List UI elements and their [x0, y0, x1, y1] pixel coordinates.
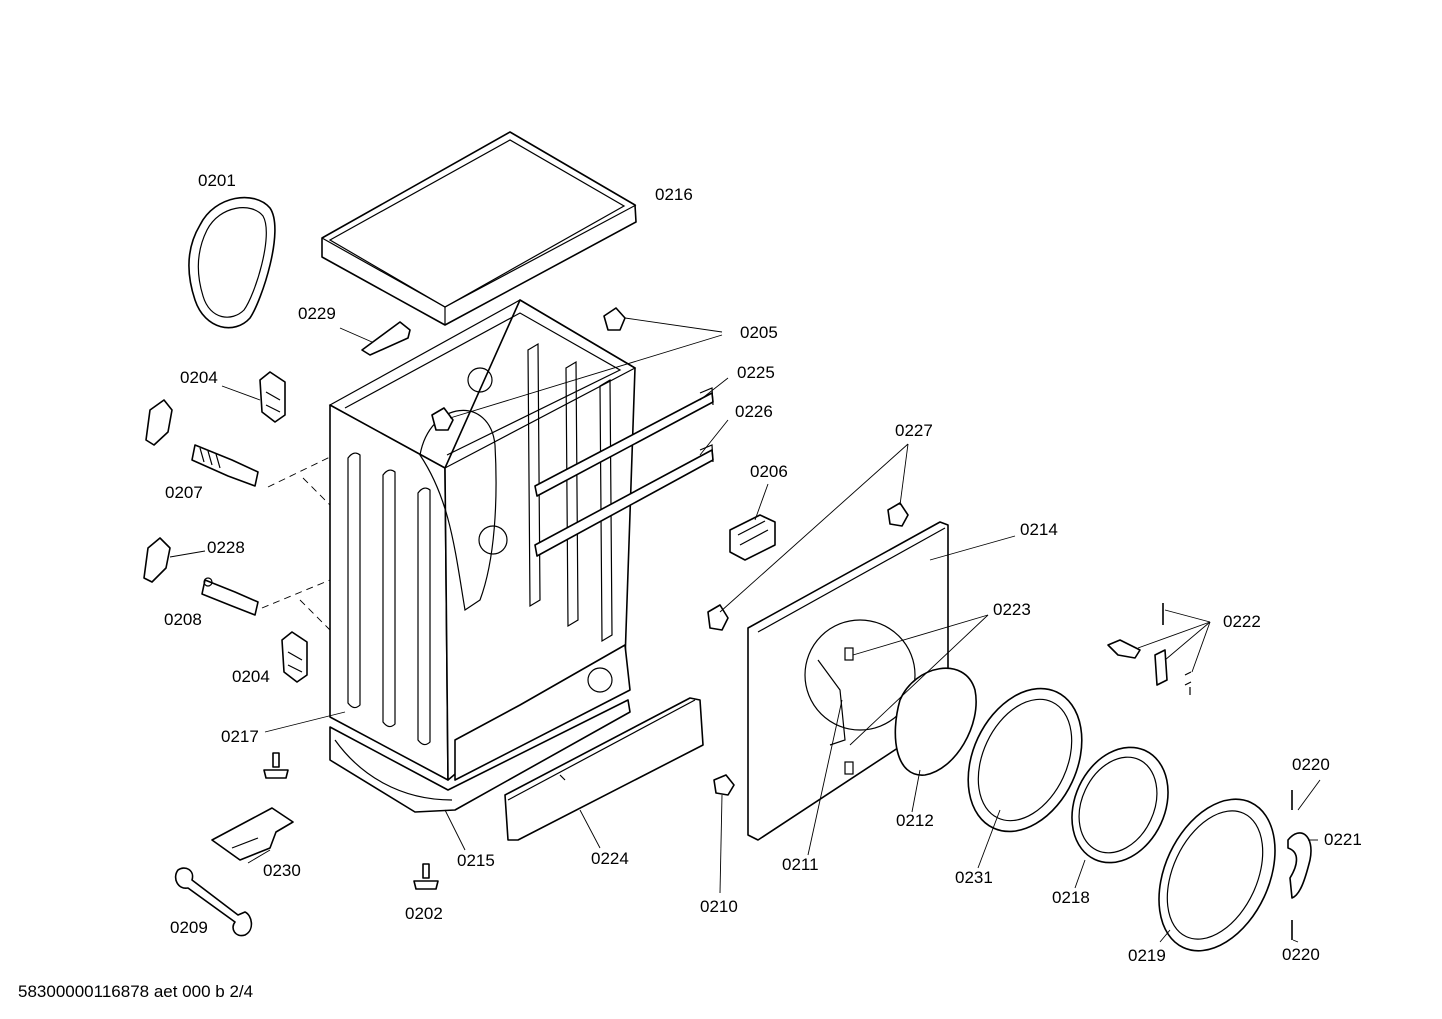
- part-0222-hinge-parts: [1107, 603, 1192, 695]
- part-0204-bracket-upper: [259, 371, 286, 423]
- label-0228: 0228: [207, 538, 245, 557]
- part-0212-glass: [894, 667, 977, 776]
- part-0205-clips: [431, 307, 626, 431]
- label-0207: 0207: [165, 483, 203, 502]
- label-0206: 0206: [750, 462, 788, 481]
- part-0216-worktop: [321, 131, 637, 326]
- part-0207-damper: [145, 399, 259, 487]
- assembly-dashed-lines: [261, 456, 331, 631]
- label-0230: 0230: [263, 861, 301, 880]
- part-0221-handle: [1287, 832, 1312, 899]
- label-0208: 0208: [164, 610, 202, 629]
- label-0215: 0215: [457, 851, 495, 870]
- label-0217: 0217: [221, 727, 259, 746]
- part-0227-clips: [707, 502, 909, 631]
- label-0209: 0209: [170, 918, 208, 937]
- label-0205: 0205: [740, 323, 778, 342]
- part-0201-seal: [188, 196, 276, 329]
- part-0219-outer-ring: [1158, 798, 1276, 952]
- label-0224: 0224: [591, 849, 629, 868]
- label-0226: 0226: [735, 402, 773, 421]
- label-0212: 0212: [896, 811, 934, 830]
- part-0218-door-bowl: [1071, 746, 1169, 864]
- part-0224-plinth-panel: [504, 697, 704, 841]
- part-0204-bracket-lower: [281, 631, 308, 683]
- label-0225: 0225: [737, 363, 775, 382]
- label-0221: 0221: [1324, 830, 1362, 849]
- label-0202: 0202: [405, 904, 443, 923]
- label-0222: 0222: [1223, 612, 1261, 631]
- label-0218: 0218: [1052, 888, 1090, 907]
- label-0210: 0210: [700, 897, 738, 916]
- part-0228-clip: [143, 537, 171, 583]
- part-0202-screw: [413, 863, 439, 890]
- part-0208-damper: [201, 577, 259, 616]
- label-0204-upper: 0204: [180, 368, 218, 387]
- part-screw-upper: [263, 752, 289, 779]
- part-labels: 0201 0216 0229 0205 0204 0225 0226 0227 …: [164, 171, 1362, 965]
- part-0230-plate: [211, 807, 294, 861]
- label-0211: 0211: [782, 855, 819, 874]
- label-0229: 0229: [298, 304, 336, 323]
- label-0220-upper: 0220: [1292, 755, 1330, 774]
- part-0229-clip: [361, 321, 411, 356]
- label-0227: 0227: [895, 421, 933, 440]
- leader-lines: [169, 317, 1321, 943]
- part-0226-rail: [534, 444, 714, 557]
- label-0216: 0216: [655, 185, 693, 204]
- label-0201: 0201: [198, 171, 236, 190]
- label-0223: 0223: [993, 600, 1031, 619]
- label-0219: 0219: [1128, 946, 1166, 965]
- label-0204-lower: 0204: [232, 667, 270, 686]
- label-0231: 0231: [955, 868, 993, 887]
- label-0220-lower: 0220: [1282, 945, 1320, 964]
- part-cabinet-body: [328, 299, 637, 813]
- label-0214: 0214: [1020, 520, 1058, 539]
- part-0206-door-lock: [729, 514, 776, 561]
- part-0209-spanner: [174, 867, 253, 937]
- part-0225-rail: [534, 387, 714, 497]
- part-0210-clip: [713, 774, 735, 796]
- footer-document-id: 58300000116878 aet 000 b 2/4: [18, 982, 253, 1001]
